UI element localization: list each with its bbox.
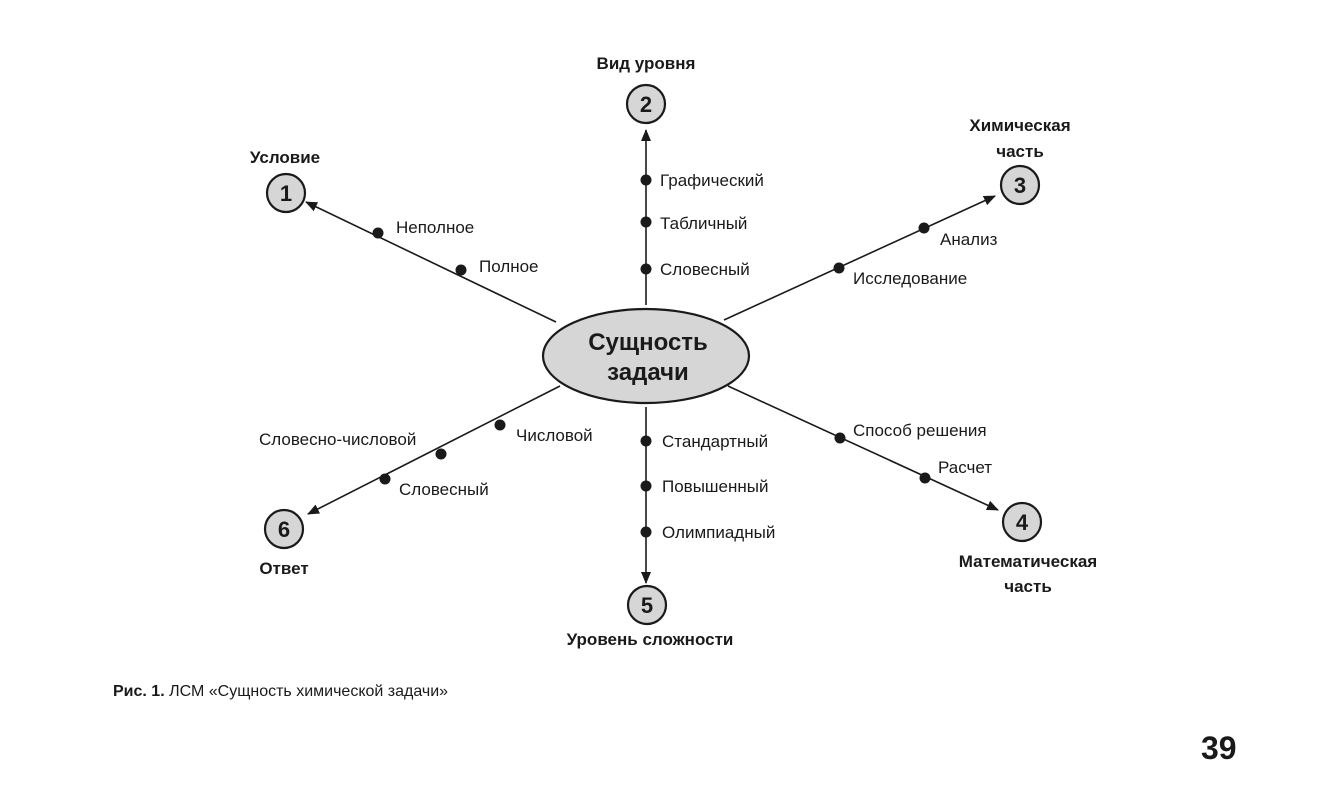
branch-3-item-2: Исследование [853,269,967,288]
branch-5-item-1: Стандартный [662,432,768,451]
item-dot [640,174,652,186]
branch-node-6: 6 [263,508,305,550]
item-dot [640,526,652,538]
branch-node-3: 3 [999,164,1041,206]
branch-6-item-3: Словесный [399,480,489,499]
item-dot [435,448,447,460]
branch-title-6: Ответ [259,559,308,578]
item-dot [379,473,391,485]
center-text-line2: задачи [607,359,689,386]
caption-prefix: Рис. 1. [113,683,165,700]
branch-node-1: 1 [265,172,307,214]
item-dot [372,227,384,239]
item-dot [640,263,652,275]
axis-branch-3 [723,195,996,321]
branch-2-item-1: Графический [660,171,764,190]
branch-title-4-line2: часть [1004,577,1052,596]
item-dot [919,472,931,484]
branch-number-4: 4 [1016,510,1029,535]
branch-node-2: 2 [625,83,667,125]
item-dot [494,419,506,431]
item-dot [833,262,845,274]
branch-2-item-3: Словесный [660,260,750,279]
item-dot [640,480,652,492]
branch-4-item-1: Способ решения [853,421,987,440]
item-dot [834,432,846,444]
branch-number-3: 3 [1014,173,1026,198]
branch-number-6: 6 [278,517,290,542]
branch-2-item-2: Табличный [660,214,747,233]
branch-5-item-2: Повышенный [662,477,769,496]
axis-branch-1 [305,201,557,323]
branch-number-5: 5 [641,593,653,618]
center-text-line1: Сущность [588,329,708,356]
branch-1-item-1: Неполное [396,218,474,237]
branch-title-3-line2: часть [996,142,1044,161]
branch-1-item-2: Полное [479,257,539,276]
branch-6-item-2: Числовой [516,426,593,445]
page-number: 39 [1201,730,1237,766]
branch-title-5: Уровень сложности [567,630,734,649]
center-node: Сущность задачи [541,307,751,405]
item-dot [640,216,652,228]
branch-node-5: 5 [626,584,668,626]
item-dot [640,435,652,447]
branch-number-2: 2 [640,92,652,117]
branch-title-3-line1: Химическая [969,116,1070,135]
item-dot [918,222,930,234]
axis-branch-6 [307,385,561,515]
caption-text: ЛСМ «Сущность химической задачи» [169,683,449,700]
axis-branch-4 [727,385,999,511]
branch-node-4: 4 [1001,501,1043,543]
figure-caption: Рис. 1. ЛСМ «Сущность химической задачи» [113,683,448,701]
branch-3-item-1: Анализ [940,230,998,249]
branch-title-1: Условие [250,148,320,167]
branch-5-item-3: Олимпиадный [662,523,775,542]
branch-title-2: Вид уровня [597,54,696,73]
branch-number-1: 1 [280,181,292,206]
branch-6-item-1: Словесно-числовой [259,430,416,449]
branch-title-4-line1: Математическая [959,552,1097,571]
item-dot [455,264,467,276]
branch-4-item-2: Расчет [938,458,992,477]
